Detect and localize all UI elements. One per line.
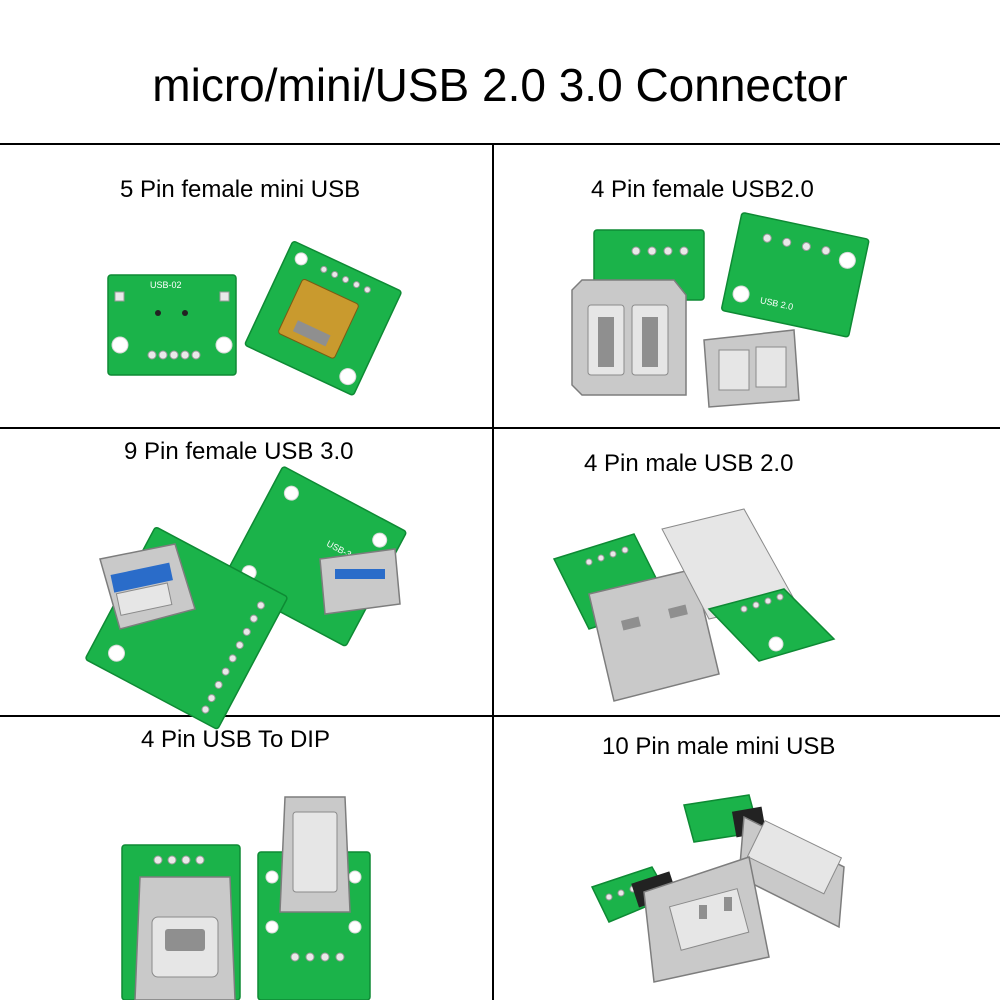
usb2-female-board-photo: USB 2.0	[571, 212, 870, 408]
grid-divider-vertical	[492, 145, 494, 1000]
panel-label: 4 Pin male USB 2.0	[584, 450, 794, 477]
panel-label: 5 Pin female mini USB	[120, 176, 361, 203]
panel-5pin-female-mini-usb: 5 Pin female mini USB USB-02	[0, 145, 492, 427]
mini-usb-board-photo: USB-02	[107, 240, 402, 396]
panel-9pin-female-usb3: 9 Pin female USB 3.0 USB-3.0	[0, 429, 492, 730]
board-silkscreen: USB-02	[150, 280, 182, 290]
panel-4pin-usb-to-dip: 4 Pin USB To DIP	[0, 717, 492, 1000]
grid-divider-row-2	[0, 715, 1000, 717]
panel-label: 10 Pin male mini USB	[602, 733, 836, 760]
panel-label: 4 Pin female USB2.0	[591, 176, 814, 203]
usb-b-dip-board-photo	[121, 796, 371, 1000]
panel-label: 9 Pin female USB 3.0	[124, 438, 354, 465]
panel-4pin-female-usb2: 4 Pin female USB2.0 USB 2.0	[494, 145, 1000, 427]
grid-divider-top	[0, 143, 1000, 145]
panel-4pin-male-usb2: 4 Pin male USB 2.0	[494, 429, 1000, 715]
page-title: micro/mini/USB 2.0 3.0 Connector	[152, 59, 848, 111]
usb3-female-board-photo: USB-3.0	[85, 466, 407, 730]
panel-label: 4 Pin USB To DIP	[141, 726, 330, 753]
panel-10pin-male-mini-usb: 10 Pin male mini USB	[494, 717, 1000, 1000]
mini-usb-male-board-photo	[590, 794, 845, 983]
grid-divider-row-1	[0, 427, 1000, 429]
usb2-male-board-photo	[552, 508, 836, 702]
